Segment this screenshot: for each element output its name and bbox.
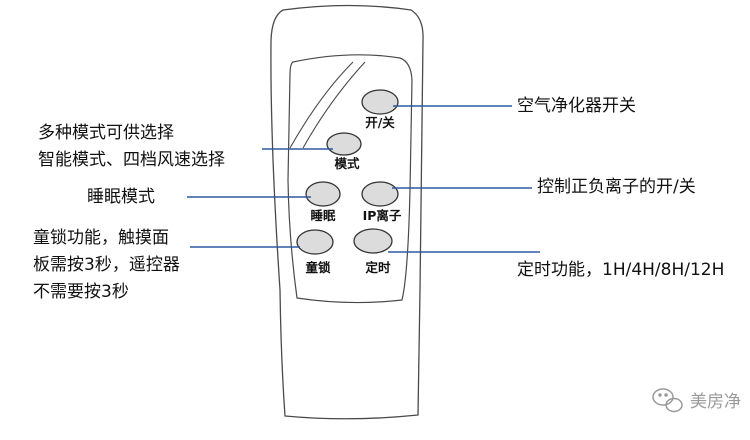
- timer-button-label: 定时: [364, 260, 391, 275]
- mode-callout: 多种模式可供选择 智能模式、四档风速选择: [38, 123, 225, 170]
- lock-button-label: 童锁: [305, 260, 331, 275]
- lock-button[interactable]: 童锁: [296, 229, 334, 275]
- lock-callout: 童锁功能，触摸面 板需按3秒，遥控器 不需要按3秒: [33, 228, 180, 302]
- sleep-callout: 睡眠模式: [87, 187, 155, 207]
- watermark: 美房净: [652, 388, 741, 413]
- power-button[interactable]: 开/关: [361, 89, 399, 130]
- mode-button-label: 模式: [334, 156, 360, 171]
- timer-callout: 定时功能，1H/4H/8H/12H: [517, 260, 725, 280]
- ion-button-label: IP离子: [363, 208, 402, 223]
- timer-button[interactable]: 定时: [353, 228, 393, 275]
- sleep-button[interactable]: 睡眠: [305, 181, 341, 223]
- sleep-button-label: 睡眠: [310, 208, 336, 223]
- mode-button[interactable]: 模式: [326, 132, 362, 171]
- wechat-icon: [652, 388, 683, 413]
- power-button-label: 开/关: [365, 115, 395, 130]
- ion-button[interactable]: IP离子: [361, 181, 402, 223]
- power-callout: 空气净化器开关: [517, 96, 636, 116]
- watermark-text: 美房净: [690, 392, 741, 412]
- display-sheen-stroke: [289, 61, 366, 149]
- ion-callout: 控制正负离子的开/关: [537, 177, 696, 197]
